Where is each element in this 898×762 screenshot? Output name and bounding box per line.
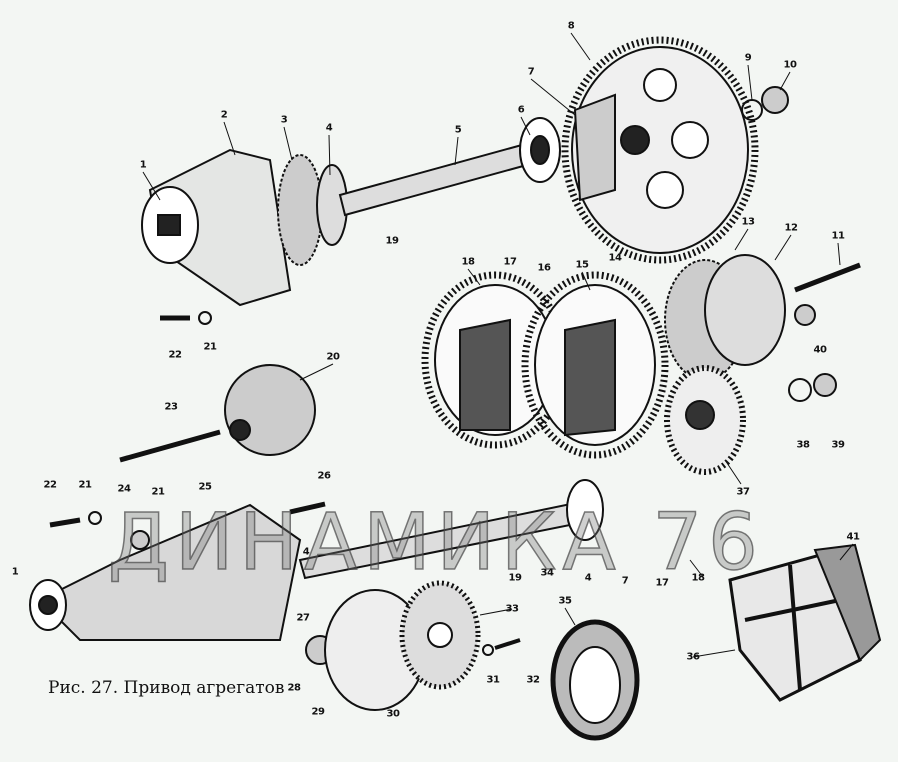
part-label: 19 bbox=[385, 235, 399, 247]
part-label: 4 bbox=[325, 122, 333, 134]
part-label: 36 bbox=[686, 651, 700, 663]
part-label: 21 bbox=[203, 341, 217, 353]
bolt-11 bbox=[794, 262, 861, 293]
part-label: 9 bbox=[744, 52, 752, 64]
part-label: 8 bbox=[567, 20, 575, 32]
part-label: 19 bbox=[508, 572, 522, 584]
part-label: 3 bbox=[280, 114, 288, 126]
part-label: 4 bbox=[584, 572, 592, 584]
nut-10 bbox=[761, 86, 789, 114]
part-label: 35 bbox=[558, 595, 572, 607]
washer-21-lower bbox=[88, 511, 102, 525]
part-label: 26 bbox=[317, 470, 331, 482]
gasket-41 bbox=[813, 543, 882, 662]
watermark: ДИНАМИКА 76 bbox=[107, 497, 764, 589]
part-label: 34 bbox=[540, 567, 554, 579]
part-label: 1 bbox=[11, 566, 19, 578]
nut-39 bbox=[813, 373, 837, 397]
part-label: 27 bbox=[296, 612, 310, 624]
flange-7 bbox=[573, 93, 616, 202]
bolt-22-lower bbox=[49, 517, 81, 528]
part-label: 32 bbox=[526, 674, 540, 686]
part-label: 15 bbox=[575, 259, 589, 271]
part-label: 33 bbox=[505, 603, 519, 615]
part-label: 39 bbox=[831, 439, 845, 451]
nut-40 bbox=[794, 304, 816, 326]
part-label: 7 bbox=[621, 575, 629, 587]
part-label: 22 bbox=[168, 349, 182, 361]
part-label: 41 bbox=[846, 531, 860, 543]
part-label: 18 bbox=[691, 572, 705, 584]
part-label: 38 bbox=[796, 439, 810, 451]
part-label: 7 bbox=[527, 66, 535, 78]
bolt-32 bbox=[494, 638, 521, 650]
part-label: 12 bbox=[784, 222, 798, 234]
bolt-23 bbox=[119, 429, 221, 463]
part-label: 37 bbox=[736, 486, 750, 498]
washer-31 bbox=[482, 644, 494, 656]
part-label: 5 bbox=[454, 124, 462, 136]
gear-15 bbox=[521, 271, 669, 459]
part-label: 21 bbox=[151, 486, 165, 498]
part-label: 17 bbox=[503, 256, 517, 268]
stud-26 bbox=[289, 501, 326, 515]
part-label: 13 bbox=[741, 216, 755, 228]
part-label: 16 bbox=[537, 262, 551, 274]
part-label: 4 bbox=[302, 546, 310, 558]
part-label: 31 bbox=[486, 674, 500, 686]
nut-24 bbox=[130, 530, 150, 550]
washer-38 bbox=[788, 378, 812, 402]
part-label: 30 bbox=[386, 708, 400, 720]
part-label: 17 bbox=[655, 577, 669, 589]
part-label: 6 bbox=[517, 104, 525, 116]
figure-caption: Рис. 27. Привод агрегатов bbox=[48, 678, 285, 698]
part-label: 22 bbox=[43, 479, 57, 491]
clutch-assembly bbox=[664, 254, 786, 381]
part-label: 18 bbox=[461, 256, 475, 268]
part-label: 1 bbox=[139, 159, 147, 171]
part-label: 24 bbox=[117, 483, 131, 495]
lower-housing bbox=[29, 503, 302, 641]
part-label: 23 bbox=[164, 401, 178, 413]
part-label: 14 bbox=[608, 252, 622, 264]
part-label: 10 bbox=[783, 59, 797, 71]
part-label: 25 bbox=[198, 481, 212, 493]
part-label: 2 bbox=[220, 109, 228, 121]
part-label: 29 bbox=[311, 706, 325, 718]
part-20 bbox=[224, 364, 316, 456]
part-label: 20 bbox=[326, 351, 340, 363]
bearing-4-lower bbox=[566, 479, 604, 541]
upper-shaft bbox=[338, 138, 547, 217]
part-label: 40 bbox=[813, 344, 827, 356]
part-label: 28 bbox=[287, 682, 301, 694]
upper-housing bbox=[141, 148, 348, 307]
part-label: 11 bbox=[831, 230, 845, 242]
washer-21-top bbox=[198, 311, 212, 325]
part-label: 21 bbox=[78, 479, 92, 491]
